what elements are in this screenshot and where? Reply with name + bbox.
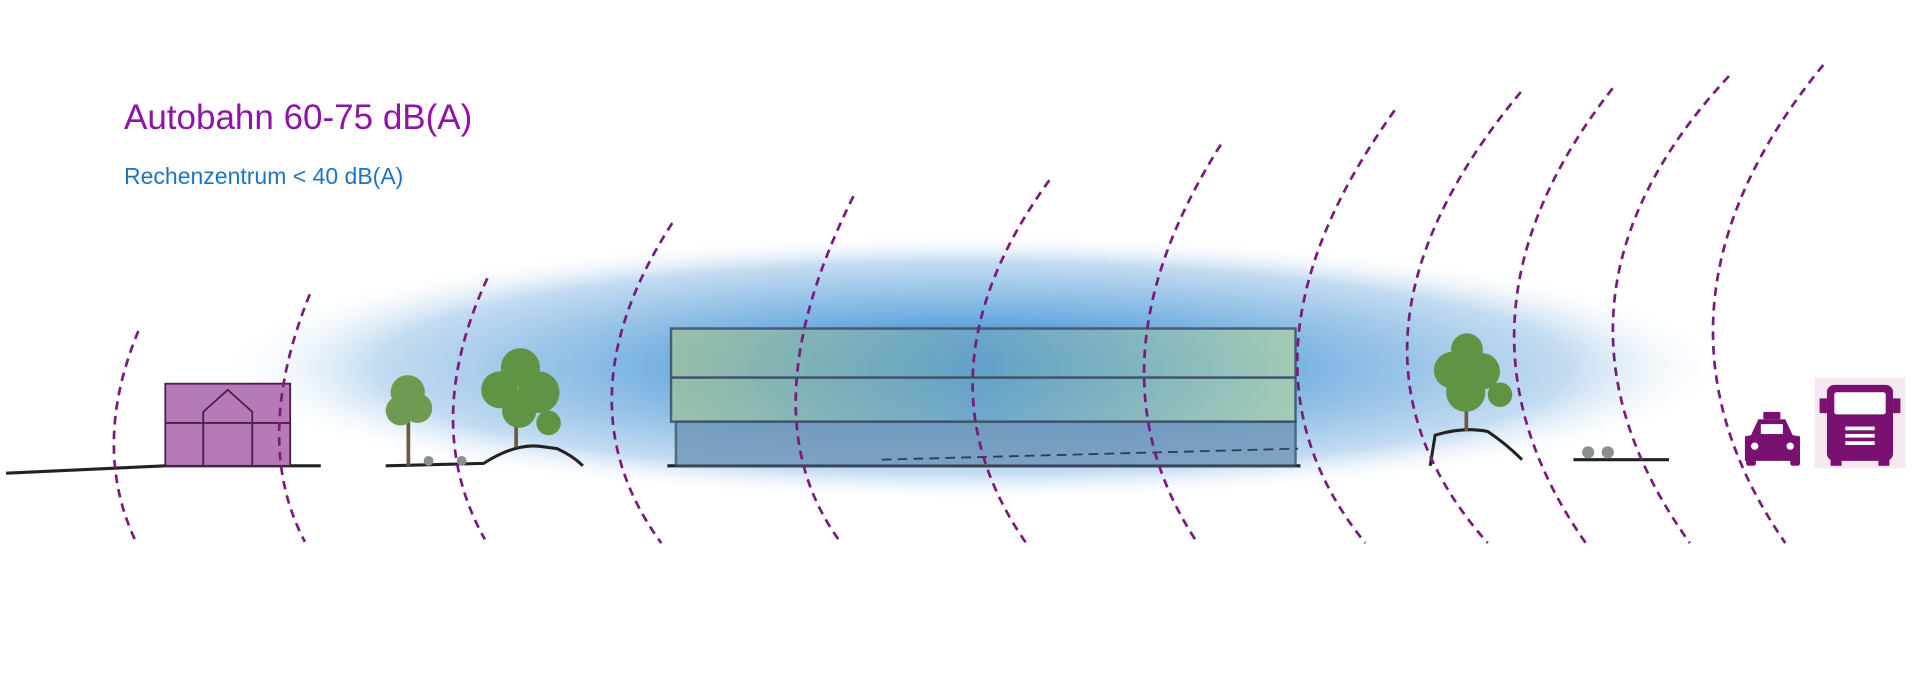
datacenter-building-icon xyxy=(669,327,1298,468)
truck-icon xyxy=(1814,377,1906,469)
tree-icon xyxy=(385,375,433,466)
sound-wave-icon xyxy=(1142,143,1222,544)
highway-noise-label: Autobahn 60-75 dB(A) xyxy=(124,98,473,137)
tree-icon xyxy=(1433,333,1513,432)
sound-wave-icon xyxy=(794,195,855,544)
sound-wave-icon xyxy=(971,179,1051,544)
shrub-icon xyxy=(423,446,1614,466)
sound-wave-icon xyxy=(1711,64,1825,544)
sound-wave-icon xyxy=(451,277,489,541)
sound-wave-icon xyxy=(112,330,140,543)
sound-waves xyxy=(112,64,1825,544)
sound-wave-icon xyxy=(610,222,674,544)
sound-wave-icon xyxy=(277,293,312,543)
house-icon xyxy=(164,382,292,467)
datacenter-noise-label: Rechenzentrum < 40 dB(A) xyxy=(124,163,404,189)
sound-wave-icon xyxy=(1512,87,1614,544)
sound-wave-icon xyxy=(1611,75,1730,544)
sound-wave-icon xyxy=(1405,91,1522,544)
car-icon xyxy=(1744,411,1800,466)
sound-wave-icon xyxy=(1296,109,1396,544)
tree-icon xyxy=(481,348,561,448)
